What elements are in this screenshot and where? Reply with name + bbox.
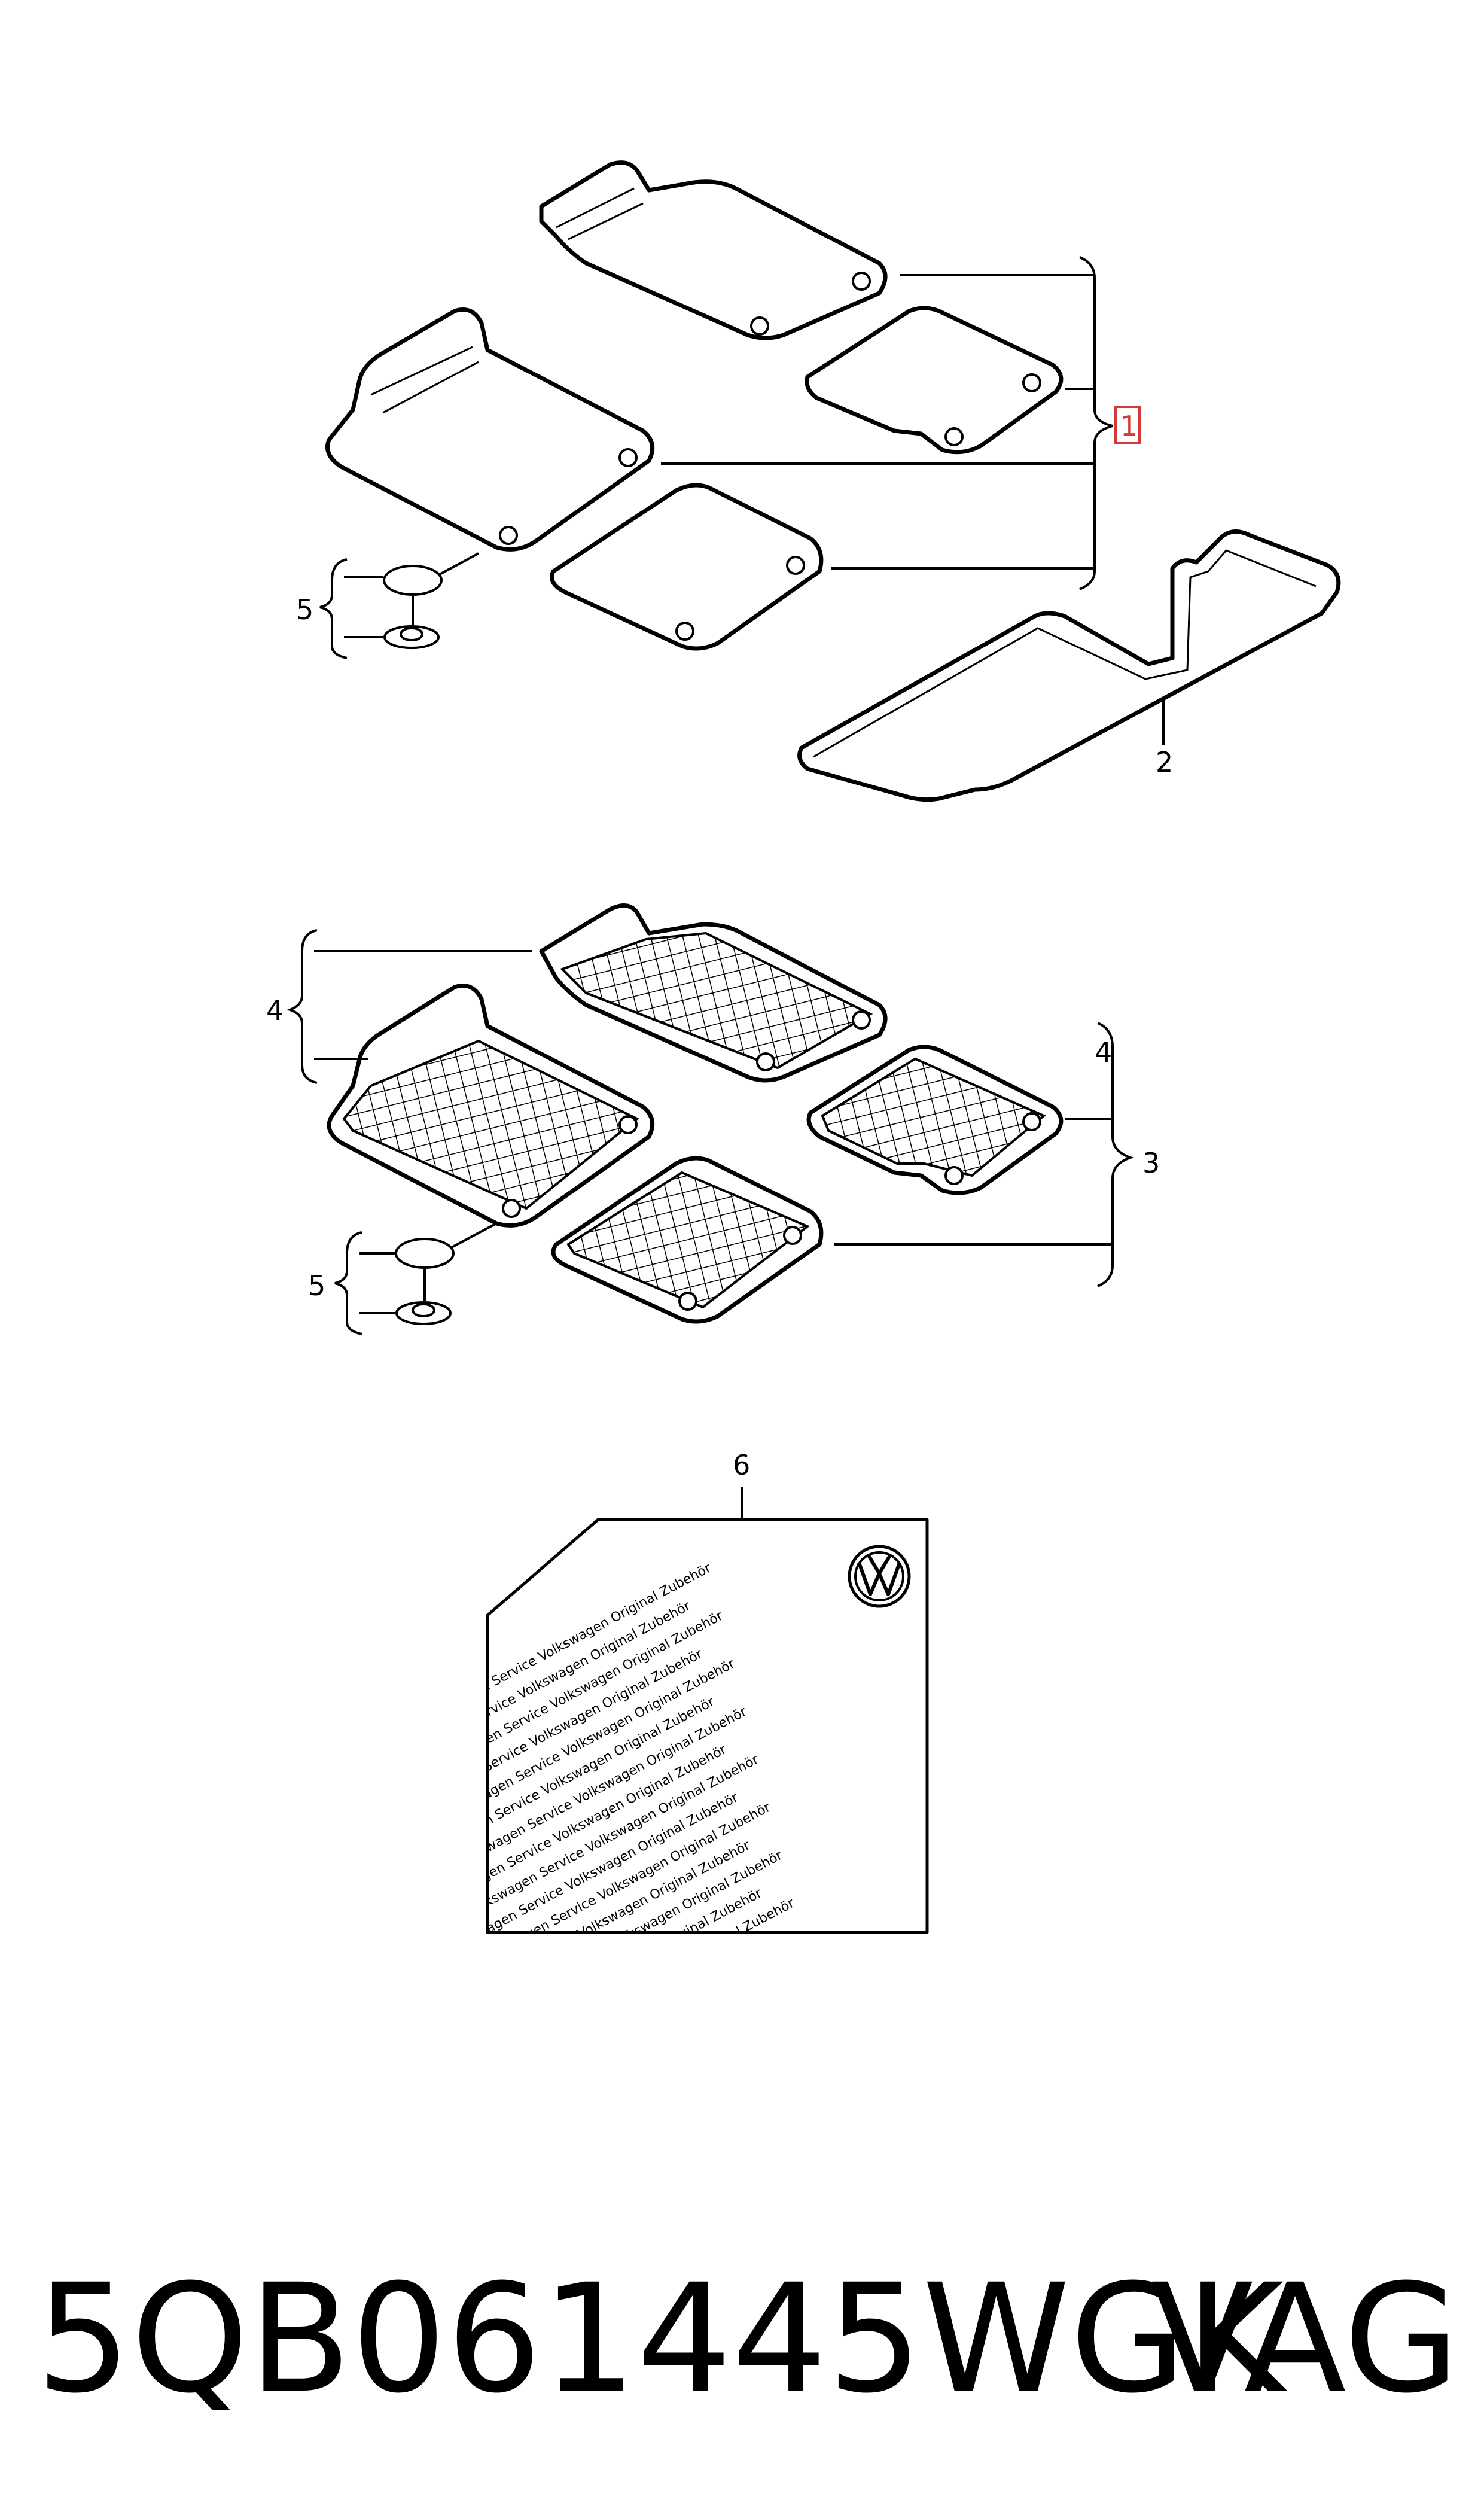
callout-1: 1 xyxy=(1120,410,1138,442)
callout-1-box xyxy=(1114,406,1141,444)
fixing-hole xyxy=(499,526,518,545)
fixing-hole xyxy=(675,622,694,641)
mat-set-plain: 1 xyxy=(325,160,1141,651)
fixing-hole xyxy=(618,448,638,467)
trunk-liner-outline xyxy=(797,529,1341,802)
callout-3: 3 xyxy=(1142,1147,1160,1179)
label-text-row: Volkswagen Service Volkswagen Original Z… xyxy=(492,1981,789,2149)
label-text-row: Volkswagen Service Volkswagen Original Z… xyxy=(504,2029,801,2197)
callout-4-right: 4 xyxy=(1095,1036,1112,1068)
callout-6: 6 xyxy=(733,1449,750,1481)
fixing-hole xyxy=(852,272,871,291)
label-text-row: Volkswagen Service Volkswagen Original Z… xyxy=(524,1991,821,2158)
label-text-row: Volkswagen Service Volkswagen Original Z… xyxy=(512,1943,809,2111)
clip-assembly-1: 5 xyxy=(296,552,479,659)
trunk-liner: 2 xyxy=(797,529,1341,802)
callout-2: 2 xyxy=(1156,746,1173,778)
front-right-mat xyxy=(539,160,888,340)
vw-logo-icon xyxy=(848,1545,911,1608)
fixing-hole xyxy=(944,427,964,446)
clip-cap xyxy=(383,565,443,596)
fixing-hole xyxy=(786,556,805,575)
mat-set-rubber: 4 4 3 xyxy=(266,903,1160,1324)
brand-name: VAG xyxy=(1151,2252,1459,2426)
callout-5-bottom: 5 xyxy=(308,1269,325,1302)
clip-cap xyxy=(395,1238,455,1269)
callout-4-left: 4 xyxy=(266,994,284,1027)
callout-5-top: 5 xyxy=(296,593,313,626)
part-number: 5QB061445WGK xyxy=(36,2252,1284,2426)
label-text-row: Volkswagen Service Volkswagen Original Z… xyxy=(480,1934,777,2101)
rear-right-mat xyxy=(805,306,1064,455)
clip-assembly-2: 5 xyxy=(308,1222,497,1335)
rear-left-mat xyxy=(550,483,824,651)
label-sheet xyxy=(486,1518,929,1934)
bracket-1 xyxy=(1079,256,1113,590)
front-left-mat xyxy=(325,307,655,552)
footer: 5QB061445WGK VAG xyxy=(36,2261,1459,2417)
accessory-label: 6 Volkswagen Service Volkswagen Original… xyxy=(480,1449,929,2197)
fixing-hole xyxy=(1022,373,1041,392)
fixing-hole xyxy=(750,316,769,336)
